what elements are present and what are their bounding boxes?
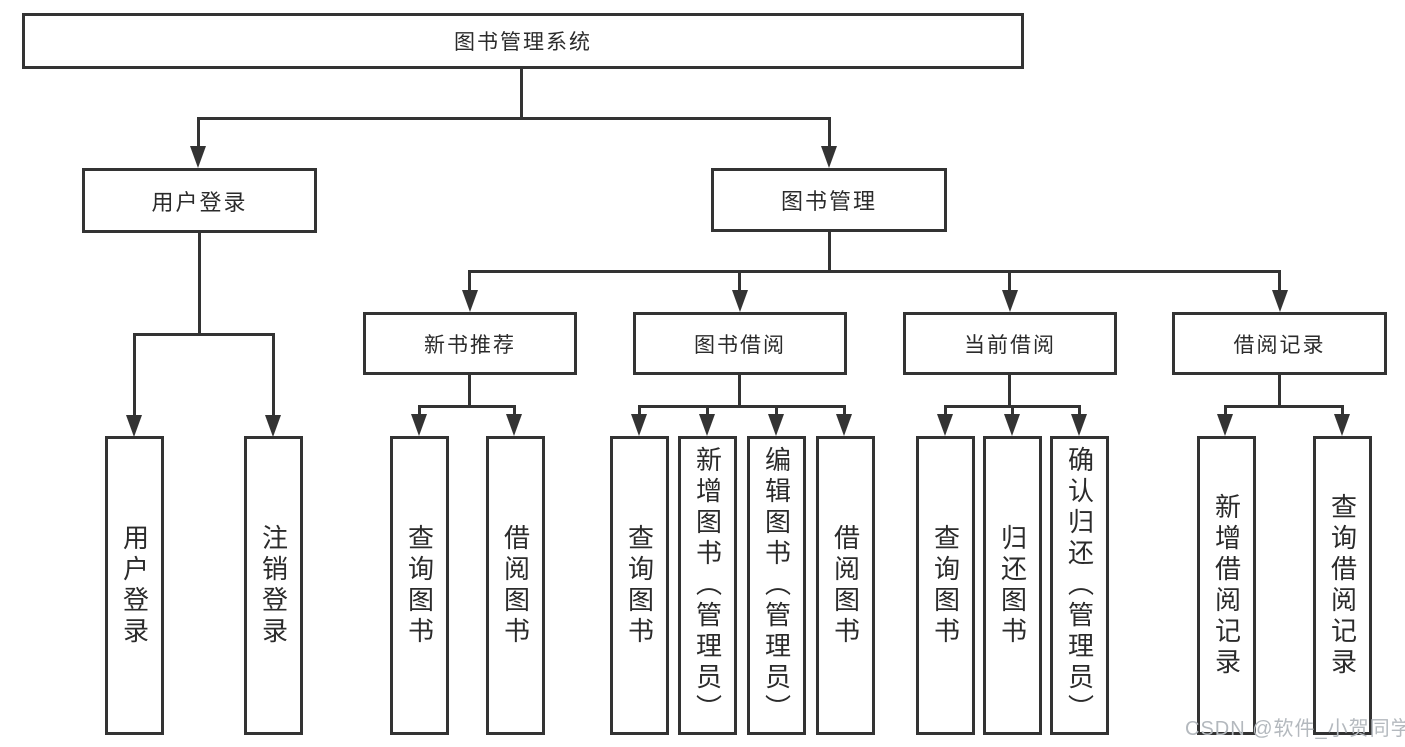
connector-recommend-branch	[418, 405, 516, 408]
arrowhead-leaf-login-icon	[126, 415, 142, 437]
connector-arrow-g2b-line	[513, 405, 516, 418]
connector-book-mgmt-stem	[828, 232, 831, 273]
arrowhead-g4c-icon	[1071, 414, 1087, 436]
arrowhead-g4a-icon	[937, 414, 953, 436]
leaf-confirm-return-admin: 确认归还（管理员）	[1050, 436, 1109, 735]
connector-bookborrow-stem	[738, 375, 741, 408]
leaf-return-book-label: 归还图书	[997, 523, 1028, 648]
arrowhead-g3d-icon	[836, 414, 852, 436]
arrowhead-g5a-icon	[1217, 414, 1233, 436]
arrowhead-currentborrow-icon	[1002, 290, 1018, 312]
node-current-borrow-label: 当前借阅	[964, 333, 1056, 357]
connector-arrow-leaf-logout-line	[272, 333, 275, 417]
connector-borrowrecord-branch	[1224, 405, 1344, 408]
connector-arrow-g5b-line	[1341, 405, 1344, 418]
arrowhead-recommend-icon	[462, 290, 478, 312]
leaf-return-book: 归还图书	[983, 436, 1042, 735]
leaf-add-borrow-record-label: 新增借阅记录	[1211, 492, 1242, 679]
connector-arrow-g4b-line	[1011, 405, 1014, 418]
leaf-borrow-book-label: 借阅图书	[830, 523, 861, 648]
connector-user-login-stem	[198, 233, 201, 336]
leaf-borrow-query-book-label: 查询图书	[624, 523, 655, 648]
arrowhead-g5b-icon	[1334, 414, 1350, 436]
arrowhead-g2a-icon	[411, 414, 427, 436]
connector-arrow-g3c-line	[775, 405, 778, 418]
node-user-login: 用户登录	[82, 168, 317, 233]
connector-arrow-g2a-line	[418, 405, 421, 418]
connector-arrow-bookborrow-line	[738, 270, 741, 294]
arrowhead-book-mgmt-icon	[821, 146, 837, 168]
leaf-confirm-return-admin-label: 确认归还（管理员）	[1064, 446, 1095, 725]
connector-arrow-book-mgmt-line	[828, 117, 831, 150]
leaf-current-query-book-label: 查询图书	[930, 523, 961, 648]
arrowhead-g3b-icon	[699, 414, 715, 436]
leaf-edit-book-admin: 编辑图书（管理员）	[747, 436, 806, 735]
leaf-recommend-query-book: 查询图书	[390, 436, 449, 735]
leaf-recommend-query-book-label: 查询图书	[404, 523, 435, 648]
node-user-login-label: 用户登录	[151, 189, 248, 215]
connector-arrow-g5a-line	[1224, 405, 1227, 418]
connector-arrow-g3a-line	[638, 405, 641, 418]
leaf-borrow-query-book: 查询图书	[610, 436, 669, 735]
arrowhead-borrowrecord-icon	[1272, 290, 1288, 312]
connector-l1-branch	[197, 117, 831, 120]
connector-arrow-g3d-line	[843, 405, 846, 418]
node-new-book-recommend-label: 新书推荐	[424, 333, 516, 357]
node-book-borrow-label: 图书借阅	[694, 333, 786, 357]
leaf-recommend-borrow-book-label: 借阅图书	[500, 523, 531, 648]
leaf-add-book-admin: 新增图书（管理员）	[678, 436, 737, 735]
connector-arrow-g3b-line	[706, 405, 709, 418]
connector-arrow-currentborrow-line	[1008, 270, 1011, 294]
leaf-add-book-admin-label: 新增图书（管理员）	[692, 446, 723, 725]
node-root-label: 图书管理系统	[454, 31, 592, 54]
leaf-user-login: 用户登录	[105, 436, 164, 735]
node-current-borrow: 当前借阅	[903, 312, 1117, 375]
leaf-query-borrow-record: 查询借阅记录	[1313, 436, 1372, 735]
connector-arrow-g4c-line	[1078, 405, 1081, 418]
node-root: 图书管理系统	[22, 13, 1024, 69]
arrowhead-g4b-icon	[1004, 414, 1020, 436]
leaf-add-borrow-record: 新增借阅记录	[1197, 436, 1256, 735]
arrowhead-g3c-icon	[768, 414, 784, 436]
connector-arrow-g4a-line	[944, 405, 947, 418]
arrowhead-bookborrow-icon	[732, 290, 748, 312]
connector-currentborrow-stem	[1008, 375, 1011, 408]
arrowhead-leaf-logout-icon	[265, 415, 281, 437]
leaf-logout: 注销登录	[244, 436, 303, 735]
connector-arrow-leaf-login-line	[133, 333, 136, 417]
leaf-logout-label: 注销登录	[258, 523, 289, 648]
node-borrow-record-label: 借阅记录	[1233, 333, 1326, 357]
leaf-query-borrow-record-label: 查询借阅记录	[1327, 492, 1358, 679]
connector-l3-branch	[469, 270, 1281, 273]
connector-recommend-stem	[468, 375, 471, 408]
connector-bookborrow-branch	[638, 405, 846, 408]
node-borrow-record: 借阅记录	[1172, 312, 1387, 375]
csdn-watermark: CSDN @软件_小贺同学	[1185, 718, 1405, 740]
arrowhead-g3a-icon	[631, 414, 647, 436]
node-book-borrow: 图书借阅	[633, 312, 847, 375]
arrowhead-user-login-icon	[190, 146, 206, 168]
node-book-management: 图书管理	[711, 168, 947, 232]
leaf-user-login-label: 用户登录	[119, 523, 150, 648]
connector-arrow-recommend-line	[468, 270, 471, 294]
connector-arrow-user-login-line	[197, 117, 200, 150]
leaf-current-query-book: 查询图书	[916, 436, 975, 735]
connector-arrow-borrowrecord-line	[1278, 270, 1281, 294]
leaf-borrow-book: 借阅图书	[816, 436, 875, 735]
leaf-recommend-borrow-book: 借阅图书	[486, 436, 545, 735]
arrowhead-g2b-icon	[506, 414, 522, 436]
connector-borrowrecord-stem	[1278, 375, 1281, 408]
leaf-edit-book-admin-label: 编辑图书（管理员）	[761, 446, 792, 725]
connector-root-stem	[520, 69, 523, 120]
node-book-management-label: 图书管理	[780, 189, 877, 214]
node-new-book-recommend: 新书推荐	[363, 312, 577, 375]
connector-user-login-branch	[133, 333, 274, 336]
